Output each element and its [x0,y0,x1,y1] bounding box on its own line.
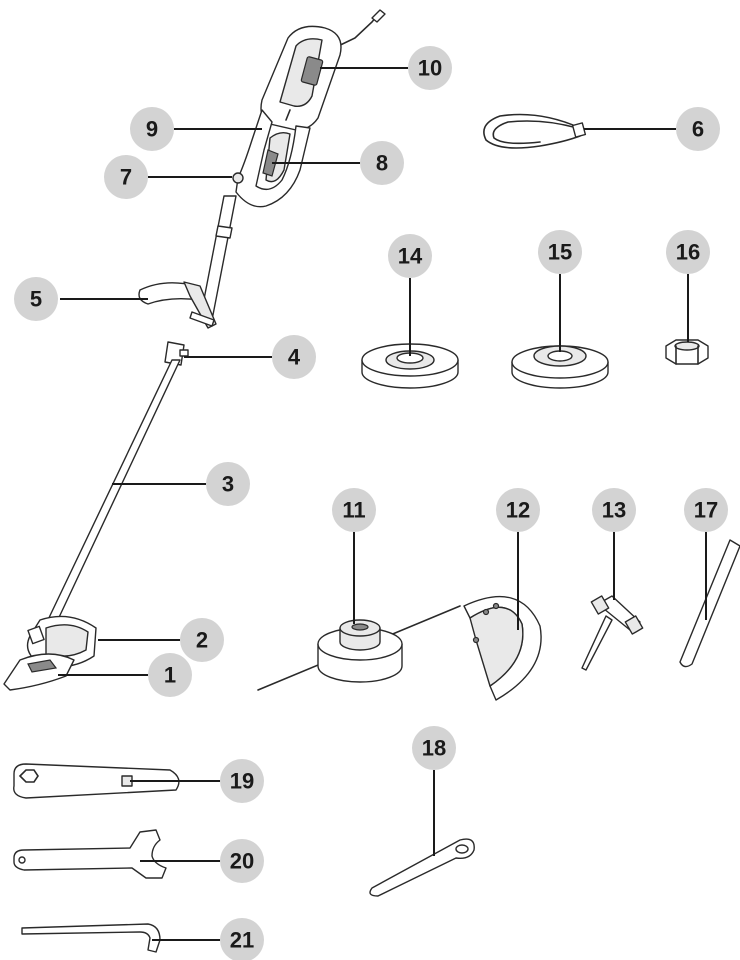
cup-washer [511,345,609,389]
auxiliary-handle [138,281,217,329]
callout-number: 8 [376,151,388,176]
callout-13: 13 [592,488,636,532]
callout-15: 15 [538,230,582,274]
hex-key [21,923,161,953]
callout-9: 9 [130,107,174,151]
callout-10: 10 [408,46,452,90]
trigger [262,149,279,177]
callout-number: 15 [548,240,572,265]
callout-number: 9 [146,117,158,142]
callout-14: 14 [388,234,432,278]
shaft-coupling [164,341,189,366]
rod [679,539,740,668]
callout-17: 17 [684,488,728,532]
cable-loop [483,113,587,149]
callout-number: 19 [230,769,254,794]
callout-4: 4 [272,335,316,379]
callout-number: 11 [342,498,365,523]
callout-number: 4 [288,345,301,370]
flange-washer [361,343,459,389]
callout-6: 6 [676,107,720,151]
callout-number: 20 [230,849,254,874]
lower-shaft [45,359,181,629]
callout-number: 3 [222,472,234,497]
callout-3: 3 [206,462,250,506]
callout-number: 10 [418,56,442,81]
callout-number: 7 [120,165,132,190]
open-wrench [13,829,167,879]
callout-2: 2 [180,618,224,662]
cutting-head [3,615,97,691]
callout-11: 11 [332,488,376,532]
callout-number: 18 [422,736,446,761]
callout-1: 1 [148,653,192,697]
callout-number: 13 [602,498,626,523]
callout-number: 17 [694,498,718,523]
callout-number: 12 [506,498,530,523]
callout-7: 7 [104,155,148,199]
callout-number: 16 [676,240,700,265]
callout-18: 18 [412,726,456,770]
t-wrench [581,595,644,671]
callout-21: 21 [220,918,264,960]
callout-19: 19 [220,759,264,803]
trimmer-assembly [3,9,386,691]
blade-guard [463,595,542,701]
callout-number: 14 [398,244,423,269]
callout-number: 21 [230,928,254,953]
callout-number: 5 [30,287,42,312]
lock-button [232,172,244,184]
callout-20: 20 [220,839,264,883]
callout-5: 5 [14,277,58,321]
callout-number: 6 [692,117,704,142]
trimmer-head [257,605,461,691]
cable-plug [371,9,386,23]
callout-number: 1 [164,663,176,688]
motor-housing [260,25,342,131]
callout-number: 2 [196,628,208,653]
callout-16: 16 [666,230,710,274]
locking-pin [369,838,475,897]
callout-8: 8 [360,141,404,185]
nut [665,339,709,365]
callout-12: 12 [496,488,540,532]
